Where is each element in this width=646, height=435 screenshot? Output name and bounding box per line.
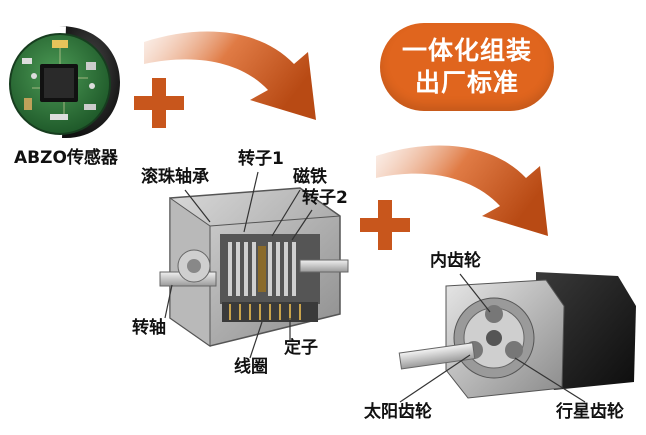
badge-line-1: 一体化组装 <box>401 36 532 65</box>
abzo-sensor-label: ABZO传感器 <box>14 148 118 168</box>
shaft-label: 转轴 <box>132 318 166 338</box>
gearhead-motor-image <box>398 272 636 399</box>
assembly-standard-badge: 一体化组装 出厂标准 <box>380 23 554 111</box>
plus-icon <box>134 78 184 128</box>
stepper-motor-cutaway-image <box>159 187 349 347</box>
abzo-sensor-image <box>9 26 120 138</box>
arrow-icon <box>376 145 548 236</box>
coil-label: 线圈 <box>234 357 268 377</box>
sun-gear-label: 太阳齿轮 <box>364 402 432 422</box>
rotor-2-label: 转子2 <box>302 188 348 208</box>
arrow-icon <box>144 31 316 121</box>
internal-gear-label: 内齿轮 <box>430 251 481 271</box>
ball-bearing-label: 滚珠轴承 <box>141 167 209 187</box>
stator-label: 定子 <box>284 338 318 358</box>
badge-line-2: 出厂标准 <box>414 68 519 97</box>
planet-gear-label: 行星齿轮 <box>556 402 624 422</box>
rotor-1-label: 转子1 <box>238 149 284 169</box>
magnet-label: 磁铁 <box>293 167 327 187</box>
plus-icon <box>360 200 410 250</box>
